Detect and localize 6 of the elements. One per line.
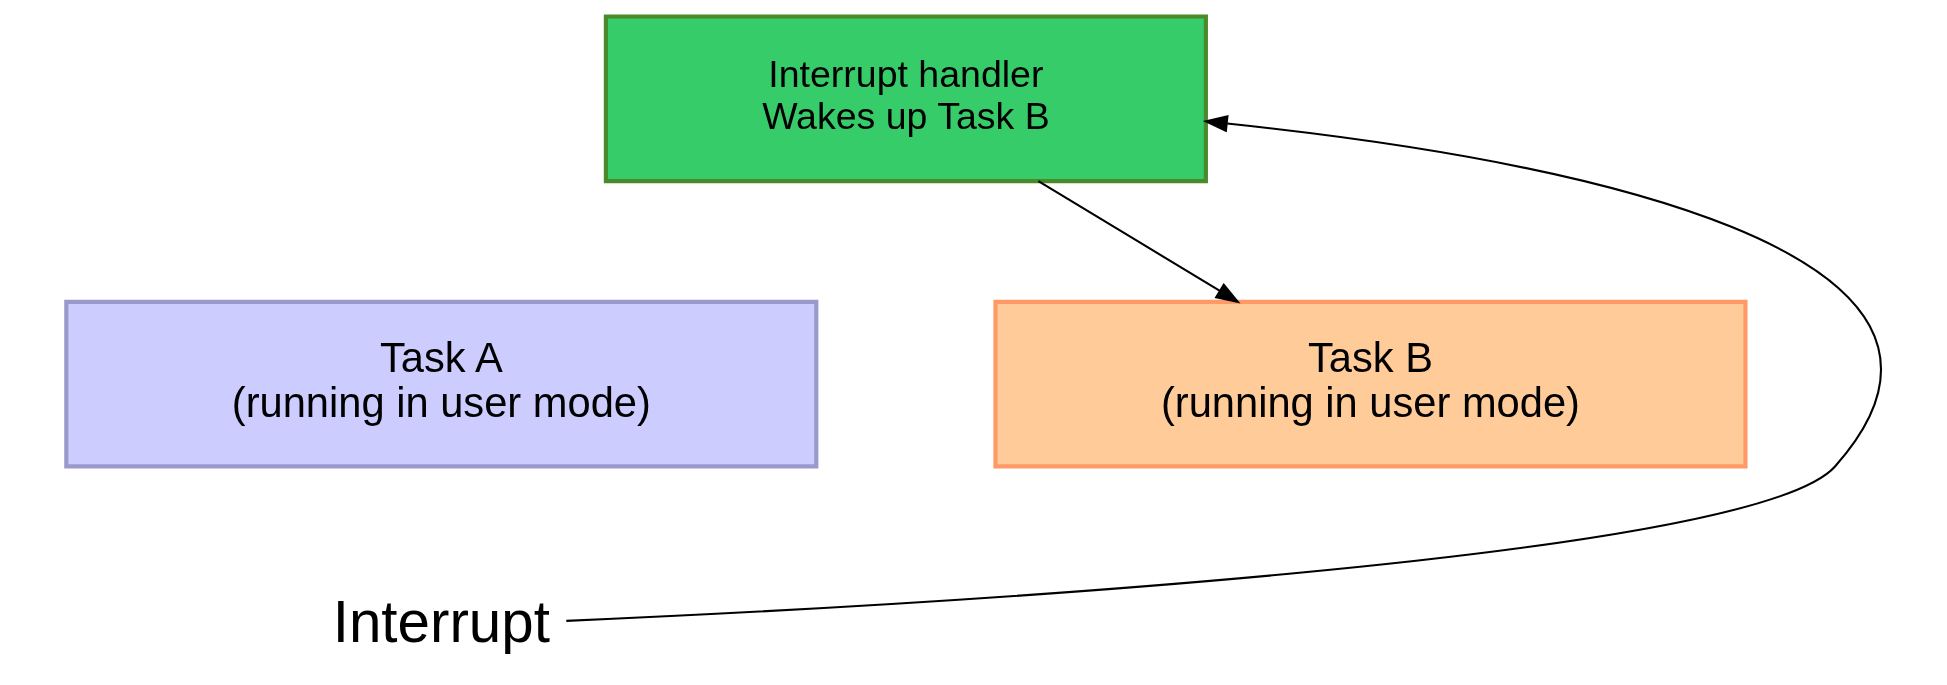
node-box: Task A (running in user mode) [63, 299, 818, 469]
node-box: Interrupt handler Wakes up Task B [603, 14, 1208, 184]
node-text: Interrupt [332, 589, 550, 655]
arrow [1037, 180, 1240, 304]
arrow [565, 114, 1881, 622]
node-box: Task B (running in user mode) [992, 299, 1748, 469]
